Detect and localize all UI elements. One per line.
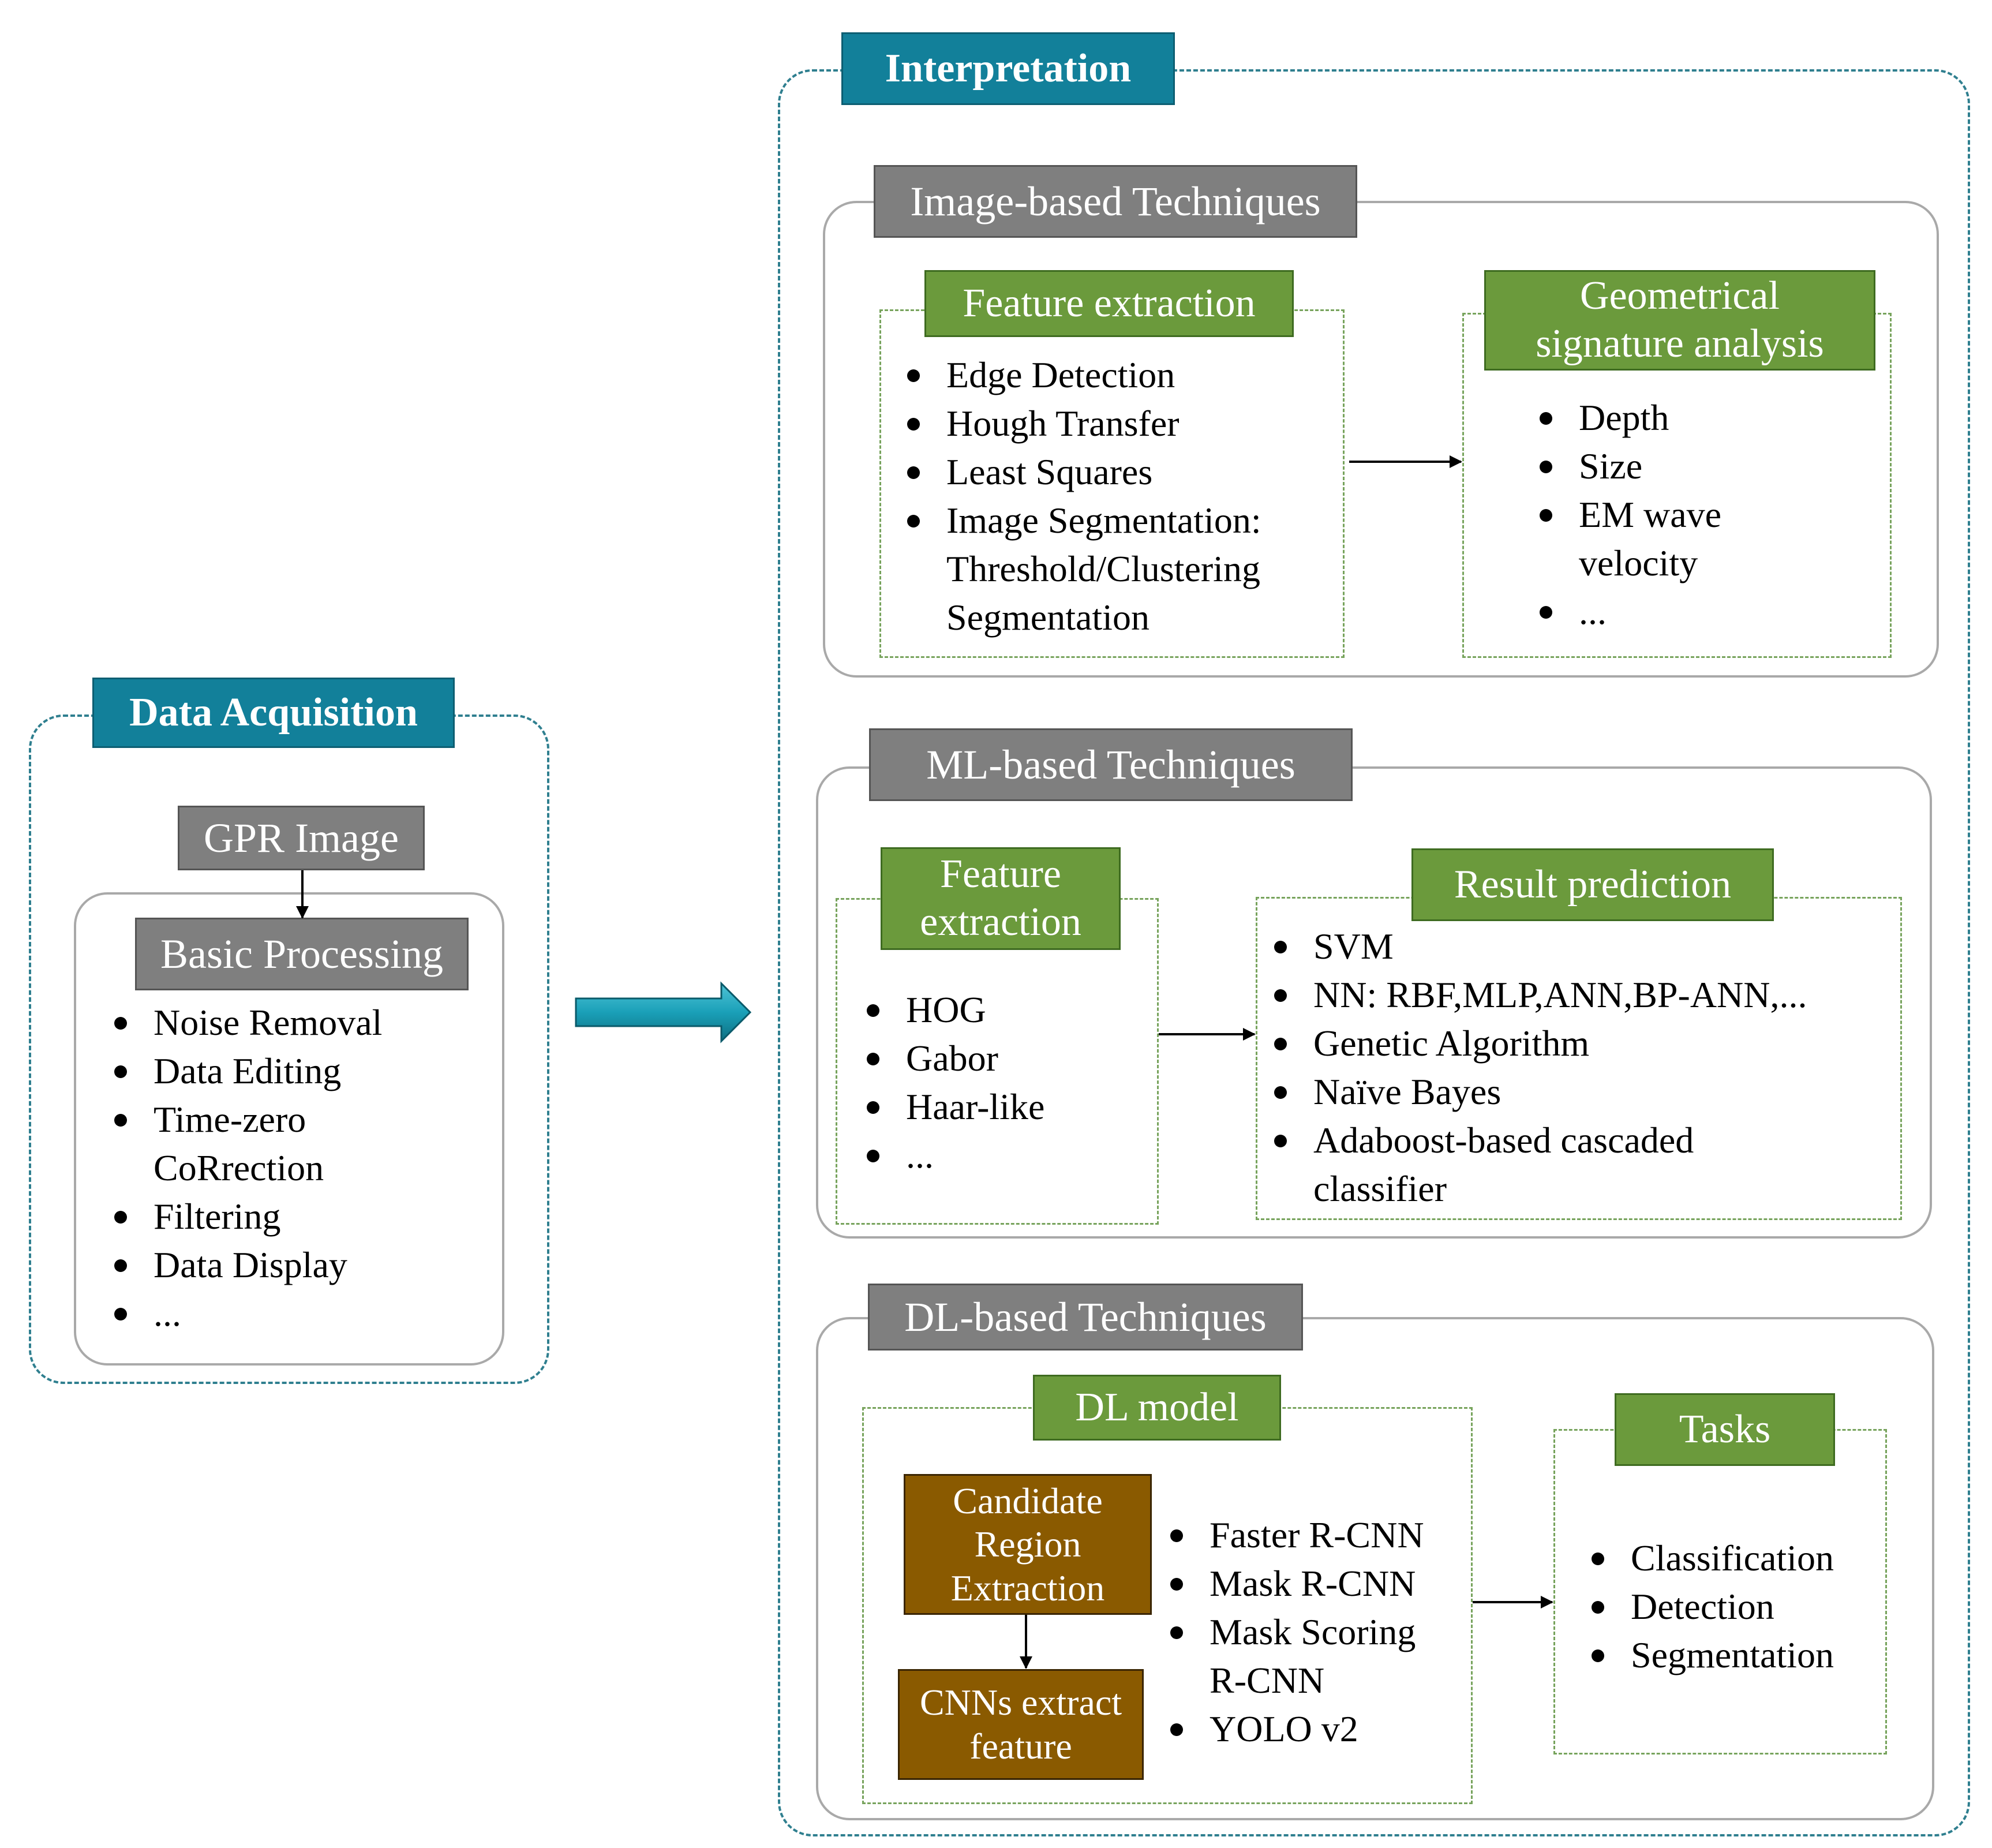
acquisition-to-interpretation-arrow: [575, 981, 752, 1043]
list-item: Edge Detection: [900, 351, 1339, 399]
list-item: Depth: [1533, 394, 1879, 442]
basic-processing-container: [74, 892, 504, 1366]
interpretation-title: Interpretation: [841, 32, 1175, 105]
list-item: Data Editing: [107, 1047, 500, 1095]
dl-model-title: DL model: [1033, 1375, 1281, 1441]
list-item: Data Display: [107, 1241, 500, 1289]
data-acquisition-title: Data Acquisition: [92, 678, 455, 748]
list-item: Time-zero CoRrection: [107, 1095, 500, 1192]
basic-processing-box: Basic Processing: [135, 918, 469, 990]
tasks-title: Tasks: [1615, 1393, 1835, 1466]
list-item: ...: [107, 1289, 500, 1338]
image-based-title: Image-based Techniques: [874, 165, 1357, 238]
list-item: Noise Removal: [107, 998, 500, 1047]
ml-based-title: ML-based Techniques: [869, 728, 1353, 801]
interpretation-container: [778, 69, 1970, 1836]
list-item: EM wave velocity: [1533, 491, 1879, 588]
image-based-container: [823, 201, 1939, 678]
geometrical-signature-title: Geometrical signature analysis: [1484, 270, 1875, 371]
list-item: Classification: [1585, 1534, 1885, 1583]
list-item: Faster R-CNN: [1163, 1511, 1475, 1559]
ml-based-container: [816, 766, 1932, 1239]
list-item: SVM: [1267, 922, 1902, 971]
list-item: Hough Transfer: [900, 399, 1339, 448]
dl-based-title: DL-based Techniques: [868, 1284, 1303, 1351]
list-item: Image Segmentation: Threshold/Clustering…: [900, 496, 1339, 642]
list-item: ...: [860, 1131, 1148, 1180]
list-item: Size: [1533, 442, 1879, 491]
list-item: Detection: [1585, 1583, 1885, 1631]
cnn-extract-feature-box: CNNs extract feature: [898, 1669, 1144, 1780]
list-item: Least Squares: [900, 448, 1339, 496]
result-prediction-title: Result prediction: [1411, 848, 1774, 921]
list-item: Naïve Bayes: [1267, 1068, 1902, 1116]
list-item: YOLO v2: [1163, 1705, 1475, 1753]
list-item: Genetic Algorithm: [1267, 1019, 1902, 1068]
list-item: Adaboost-based cascaded classifier: [1267, 1116, 1902, 1213]
list-item: Gabor: [860, 1034, 1148, 1083]
list-item: Segmentation: [1585, 1631, 1885, 1679]
list-item: NN: RBF,MLP,ANN,BP-ANN,...: [1267, 971, 1902, 1019]
list-item: Mask Scoring R-CNN: [1163, 1608, 1475, 1705]
image-feature-extraction-title: Feature extraction: [924, 270, 1294, 337]
list-item: Mask R-CNN: [1163, 1559, 1475, 1608]
list-item: Haar-like: [860, 1083, 1148, 1131]
list-item: Filtering: [107, 1192, 500, 1241]
list-item: HOG: [860, 986, 1148, 1034]
candidate-region-extraction-box: Candidate Region Extraction: [904, 1474, 1152, 1615]
list-item: ...: [1533, 588, 1879, 636]
gpr-image-box: GPR Image: [178, 806, 425, 870]
dl-based-container: [816, 1317, 1934, 1820]
ml-feature-extraction-title: Feature extraction: [881, 847, 1121, 950]
